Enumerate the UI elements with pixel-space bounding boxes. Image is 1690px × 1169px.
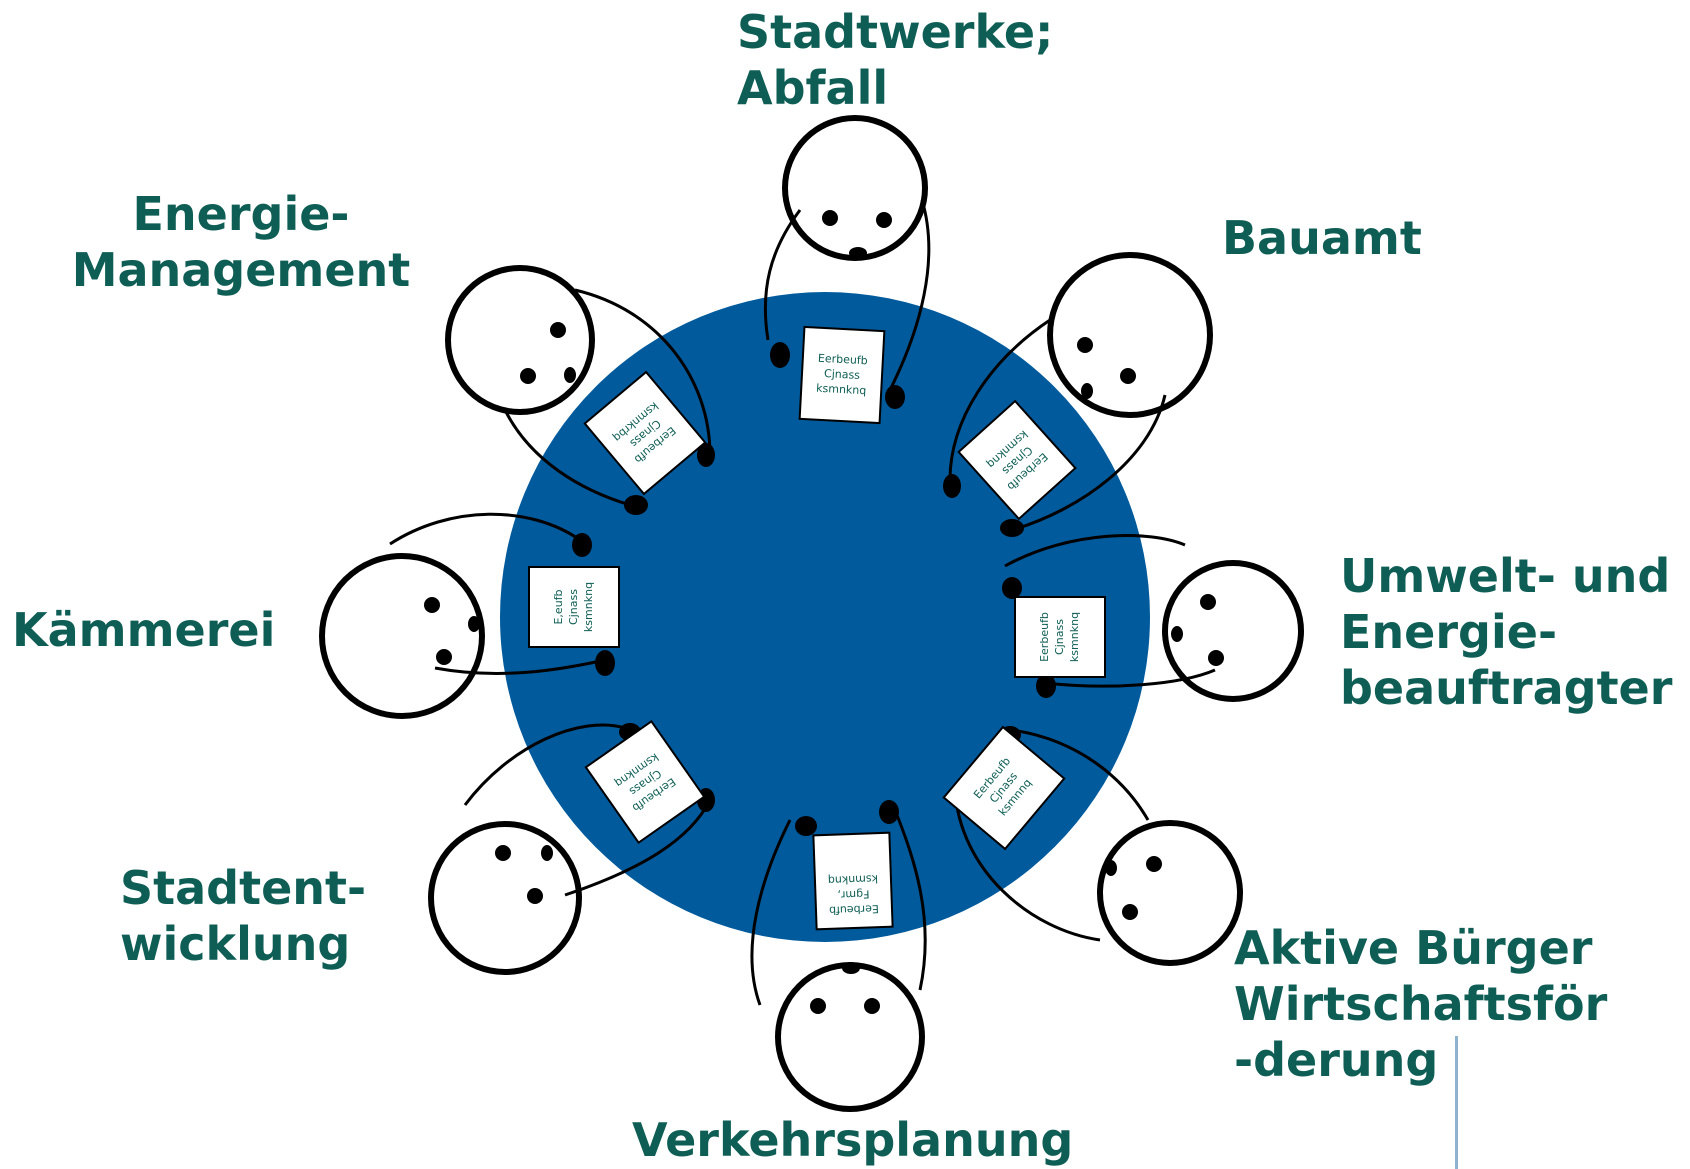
svg-text:Cjnass: Cjnass bbox=[567, 589, 580, 625]
person-energie-management bbox=[445, 265, 712, 507]
hand-bauamt-right bbox=[1000, 519, 1024, 537]
svg-text:Eerbeufb: Eerbeufb bbox=[818, 352, 868, 368]
svg-text:Cjnass: Cjnass bbox=[1053, 619, 1066, 655]
hand-verkehr-right bbox=[879, 800, 899, 824]
hand-umwelt-left bbox=[1002, 577, 1022, 599]
svg-text:Fgmr,: Fgmr, bbox=[837, 887, 869, 901]
svg-text:ksmnknq: ksmnknq bbox=[582, 582, 595, 632]
label-umwelt: Umwelt- und Energie- beauftragter bbox=[1340, 549, 1673, 715]
paper-right: Eerbeufb Cjnass ksmnknq bbox=[1014, 596, 1106, 678]
label-stadtwerke: Stadtwerke; Abfall bbox=[737, 5, 1054, 115]
paper-top: Eerbeufb Cjnass ksmnknq bbox=[798, 325, 886, 425]
svg-text:Cjnass: Cjnass bbox=[824, 367, 861, 382]
label-stadtentwicklung: Stadtent- wicklung bbox=[120, 861, 367, 971]
paper-bottom-right: Eerbeufb Cjnass ksmnnq bbox=[942, 725, 1066, 851]
hand-energie-right bbox=[624, 495, 648, 515]
divider-line bbox=[1455, 1036, 1458, 1169]
head-stadtwerke bbox=[782, 115, 928, 261]
person-umwelt bbox=[1004, 534, 1304, 702]
paper-bottom: Eerbeufb Fgmr, ksmnknq bbox=[812, 831, 894, 931]
svg-text:ksmnknq: ksmnknq bbox=[828, 872, 879, 887]
hand-energie-left bbox=[697, 443, 715, 467]
svg-text:Eerbeufb: Eerbeufb bbox=[1038, 612, 1051, 662]
label-verkehrsplanung: Verkehrsplanung bbox=[632, 1113, 1074, 1167]
svg-text:ksmnknq: ksmnknq bbox=[816, 382, 867, 398]
paper-left: E,eufb Cjnass ksmnknq bbox=[528, 566, 620, 648]
svg-text:Eerbeufb: Eerbeufb bbox=[829, 902, 879, 917]
label-kaemmerei: Kämmerei bbox=[12, 603, 276, 657]
head-bauamt bbox=[1047, 252, 1213, 418]
svg-text:E,eufb: E,eufb bbox=[552, 589, 565, 624]
hand-bauamt-left bbox=[943, 474, 961, 498]
head-aktive-buerger bbox=[1097, 820, 1243, 966]
head-stadtentwicklung bbox=[428, 821, 582, 975]
hand-kaemmerei-right bbox=[595, 650, 615, 676]
hand-umwelt-right bbox=[1036, 674, 1056, 698]
person-kaemmerei bbox=[319, 512, 606, 719]
hand-stadtwerke-left bbox=[770, 342, 790, 368]
label-energie-management: Energie- Management bbox=[71, 187, 411, 297]
hand-kaemmerei-left bbox=[572, 533, 592, 557]
person-stadtentwicklung bbox=[428, 723, 712, 975]
label-aktive-buerger: Aktive Bürger Wirtschaftsför -derung bbox=[1234, 921, 1608, 1087]
paper-bottom-left: Eerbeufb Cjnass ksmnknq bbox=[584, 719, 706, 845]
hand-verkehr-left bbox=[795, 816, 817, 836]
head-energie-management bbox=[445, 265, 595, 415]
person-bauamt bbox=[948, 252, 1213, 532]
paper-top-right: Eerbeufb Cjnass ksmnknq bbox=[957, 399, 1077, 521]
head-verkehrsplanung bbox=[775, 962, 925, 1112]
label-bauamt: Bauamt bbox=[1222, 211, 1422, 265]
head-kaemmerei bbox=[319, 553, 485, 719]
person-aktive-buerger bbox=[953, 728, 1243, 966]
paper-top-left: Eerbeufb Cjnass ksmnkrbq bbox=[583, 370, 707, 496]
hand-stadtwerke-right bbox=[885, 385, 905, 409]
head-umwelt bbox=[1162, 560, 1304, 702]
svg-text:ksmnknq: ksmnknq bbox=[1068, 612, 1081, 662]
